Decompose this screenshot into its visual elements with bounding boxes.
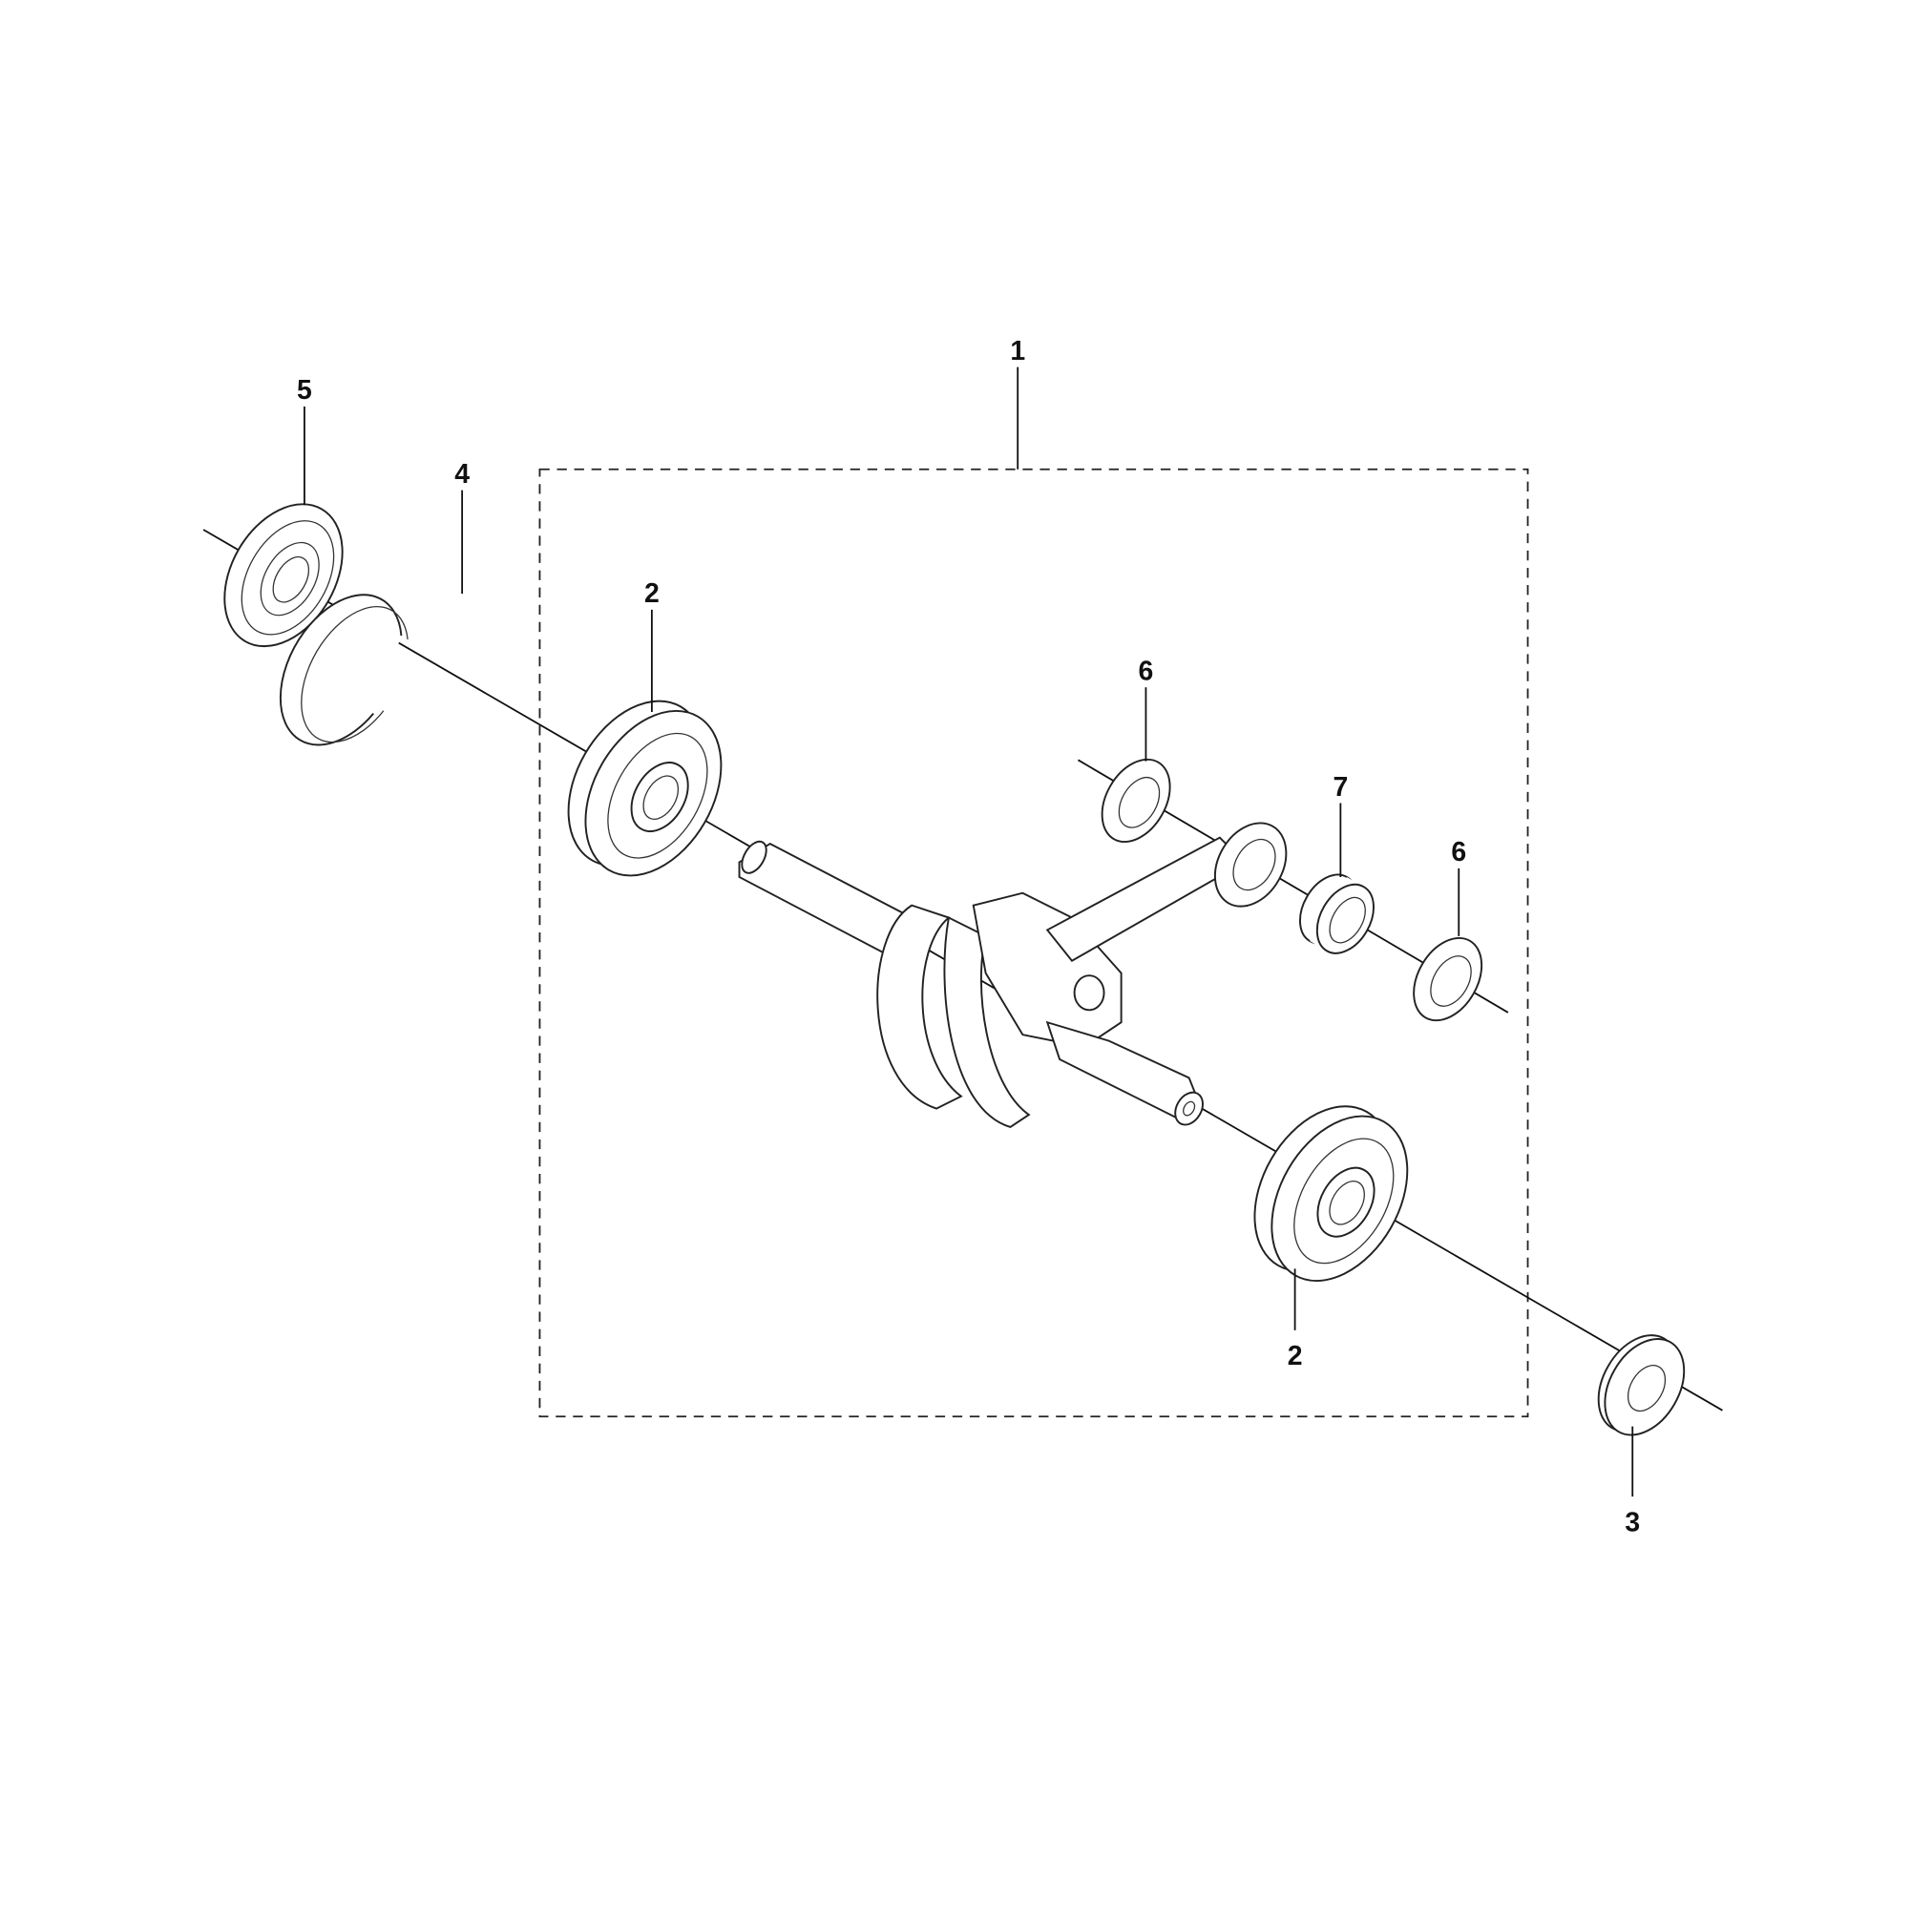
washer-part xyxy=(1597,1334,1686,1436)
thrust-washer-upper-part xyxy=(1101,758,1171,844)
callout-2b[interactable]: 2 xyxy=(1288,1341,1303,1371)
needle-bearing-part xyxy=(1299,873,1375,954)
callout-6a[interactable]: 6 xyxy=(1139,656,1154,686)
oil-seal-part xyxy=(223,503,344,648)
callout-2a[interactable]: 2 xyxy=(644,578,660,609)
thrust-washer-lower-part xyxy=(1413,936,1483,1022)
callout-3[interactable]: 3 xyxy=(1625,1507,1640,1537)
callout-4[interactable]: 4 xyxy=(454,459,470,490)
crankshaft-part xyxy=(738,822,1288,1129)
ball-bearing-right-part xyxy=(1253,1105,1409,1283)
callout-7[interactable]: 7 xyxy=(1333,772,1348,803)
callout-6b[interactable]: 6 xyxy=(1451,837,1466,868)
callout-1[interactable]: 1 xyxy=(1010,336,1025,366)
retaining-ring-part xyxy=(279,594,409,746)
callout-5[interactable]: 5 xyxy=(297,375,312,406)
ball-bearing-left-part xyxy=(567,700,723,877)
